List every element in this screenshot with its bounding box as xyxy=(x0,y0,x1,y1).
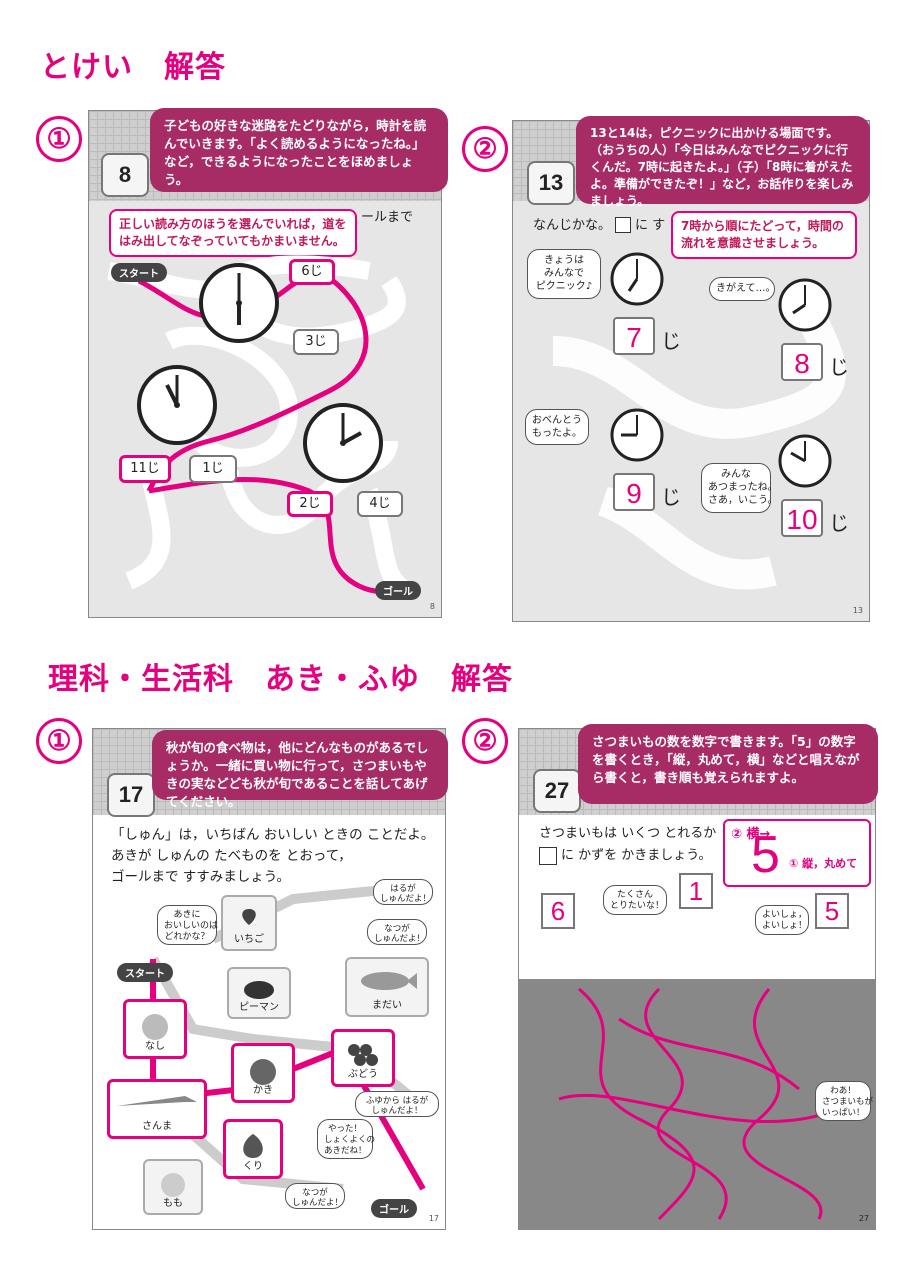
answer-10: 10 xyxy=(781,499,823,537)
persimmon-icon xyxy=(250,1059,276,1085)
food-saury: さんま xyxy=(107,1079,207,1139)
unit-ji: じ xyxy=(829,355,849,379)
tip-note: 正しい読み方のほうを選んでいれば，道をはみ出してなぞっていてもかまいません。 xyxy=(109,209,357,257)
page-number: 8 xyxy=(101,153,149,197)
guidance-bubble: 子どもの好きな迷路をたどりながら，時計を読んでいきます。「よく読めるようになった… xyxy=(150,108,448,192)
marker-two: ② xyxy=(462,126,508,172)
page-number: 13 xyxy=(527,161,575,205)
marker-one: ① xyxy=(36,718,82,764)
option-11ji: 11じ xyxy=(119,455,171,483)
goal-label: ゴール xyxy=(371,1199,417,1218)
marker-two: ② xyxy=(462,718,508,764)
guidance-bubble: 13と14は，ピクニックに出かける場面です。（おうちの人）「今日はみんなでピクニ… xyxy=(576,116,870,208)
unit-ji: じ xyxy=(661,329,681,353)
page-folio: 27 xyxy=(858,1214,869,1223)
speech-bubble: おべんとう もったよ。 xyxy=(525,409,589,445)
unit-ji: じ xyxy=(829,511,849,535)
page-folio: 17 xyxy=(428,1214,439,1223)
start-label: スタート xyxy=(111,263,167,282)
pepper-icon xyxy=(244,981,274,999)
guidance-bubble: 秋が旬の食べ物は，他にどんなものがあるでしょうか。一緒に買い物に行って，さつまい… xyxy=(152,730,448,809)
count-answer: 6 xyxy=(541,893,575,929)
speech-bubble: やった！ しょくよくの あきだね！ xyxy=(317,1119,375,1159)
clock-face-icon xyxy=(778,278,832,332)
speech-bubble: きがえて…。 xyxy=(709,277,776,301)
speech-bubble: あきに おいしいのは どれかな？ xyxy=(157,905,218,945)
food-persimmon: かき xyxy=(231,1043,295,1103)
peach-icon xyxy=(161,1173,185,1197)
tip-note: 7時から順にたどって，時間の流れを意識させましょう。 xyxy=(671,211,857,259)
food-peach: もも xyxy=(143,1159,203,1215)
stroke-order-box: ② 横→ 5 ① 縦，丸めて xyxy=(723,819,871,887)
answer-8: 8 xyxy=(781,343,823,381)
clock-face-icon xyxy=(199,263,279,343)
fish-icon xyxy=(361,972,417,990)
grapes-icon xyxy=(348,1044,378,1066)
food-grapes: ぶどう xyxy=(331,1029,395,1087)
option-1ji: 1じ xyxy=(189,455,237,483)
season-note: ふゆから はるが しゅんだよ！ xyxy=(355,1091,439,1117)
clock-face-icon xyxy=(610,252,664,306)
prompt-text: に す xyxy=(635,218,666,233)
food-pear: なし xyxy=(123,999,187,1059)
page-folio: 13 xyxy=(852,606,863,615)
count-answer: 5 xyxy=(815,893,849,929)
guidance-bubble: さつまいもの数を数字で書きます。「5」の数字を書くとき，「縦，丸めて，横」などと… xyxy=(578,724,878,804)
clock-face-icon xyxy=(137,365,217,445)
speech-bubble: きょうは みんなで ピクニック♪ xyxy=(527,249,601,299)
food-pepper: ピーマン xyxy=(227,967,291,1019)
pear-icon xyxy=(142,1014,168,1040)
option-2ji: 2じ xyxy=(287,491,333,517)
count-answer: 1 xyxy=(679,873,713,909)
instruction-text: に かずを かきましょう。 xyxy=(561,848,712,863)
goal-label: ゴール xyxy=(375,581,421,600)
strawberry-icon xyxy=(242,909,256,925)
food-chestnut: くり xyxy=(223,1119,283,1179)
clock-answers-title: とけい 解答 xyxy=(40,50,226,85)
start-label: スタート xyxy=(117,963,173,982)
season-note: なつが しゅんだよ！ xyxy=(367,919,427,945)
speech-bubble: たくさん とりたいな！ xyxy=(603,885,667,915)
answer-box-icon xyxy=(615,217,631,233)
season-note: はるが しゅんだよ！ xyxy=(373,879,433,905)
unit-ji: じ xyxy=(661,485,681,509)
instruction-fragment: ールまで xyxy=(361,210,414,225)
workbook-page-17: 17 「しゅん」は，いちばん おいしい ときの ことだよ。 あきが しゅんの た… xyxy=(92,728,446,1230)
page-number: 27 xyxy=(533,769,581,813)
clock-face-icon xyxy=(303,403,383,483)
marker-one: ① xyxy=(36,116,82,162)
food-strawberry: いちご xyxy=(221,895,277,951)
saury-icon xyxy=(117,1096,197,1106)
food-sea-bream: まだい xyxy=(345,957,429,1017)
instruction-text: さつまいもは いくつ とれるか xyxy=(539,826,717,841)
science-answers-title: 理科・生活科 あき・ふゆ 解答 xyxy=(48,662,513,697)
speech-bubble: みんな あつまったね。 さあ，いこう。 xyxy=(701,463,778,513)
option-4ji: 4じ xyxy=(357,491,403,517)
clock-face-icon xyxy=(778,434,832,488)
speech-bubble: わあ！ さつまいもが いっぱい！ xyxy=(815,1081,873,1121)
page-number: 17 xyxy=(107,773,155,817)
instruction-text: 「しゅん」は，いちばん おいしい ときの ことだよ。 あきが しゅんの たべもの… xyxy=(111,827,435,885)
speech-bubble: よいしょ， よいしょ！ xyxy=(755,905,809,935)
answer-7: 7 xyxy=(613,317,655,355)
answer-box-icon xyxy=(539,847,557,865)
prompt-text: なんじかな。 xyxy=(533,218,612,233)
page-folio: 8 xyxy=(429,602,435,611)
season-note: なつが しゅんだよ！ xyxy=(285,1183,345,1209)
answer-9: 9 xyxy=(613,473,655,511)
chestnut-icon xyxy=(243,1134,263,1158)
option-6ji: 6じ xyxy=(289,259,335,285)
clock-face-icon xyxy=(610,408,664,462)
option-3ji: 3じ xyxy=(293,329,339,355)
